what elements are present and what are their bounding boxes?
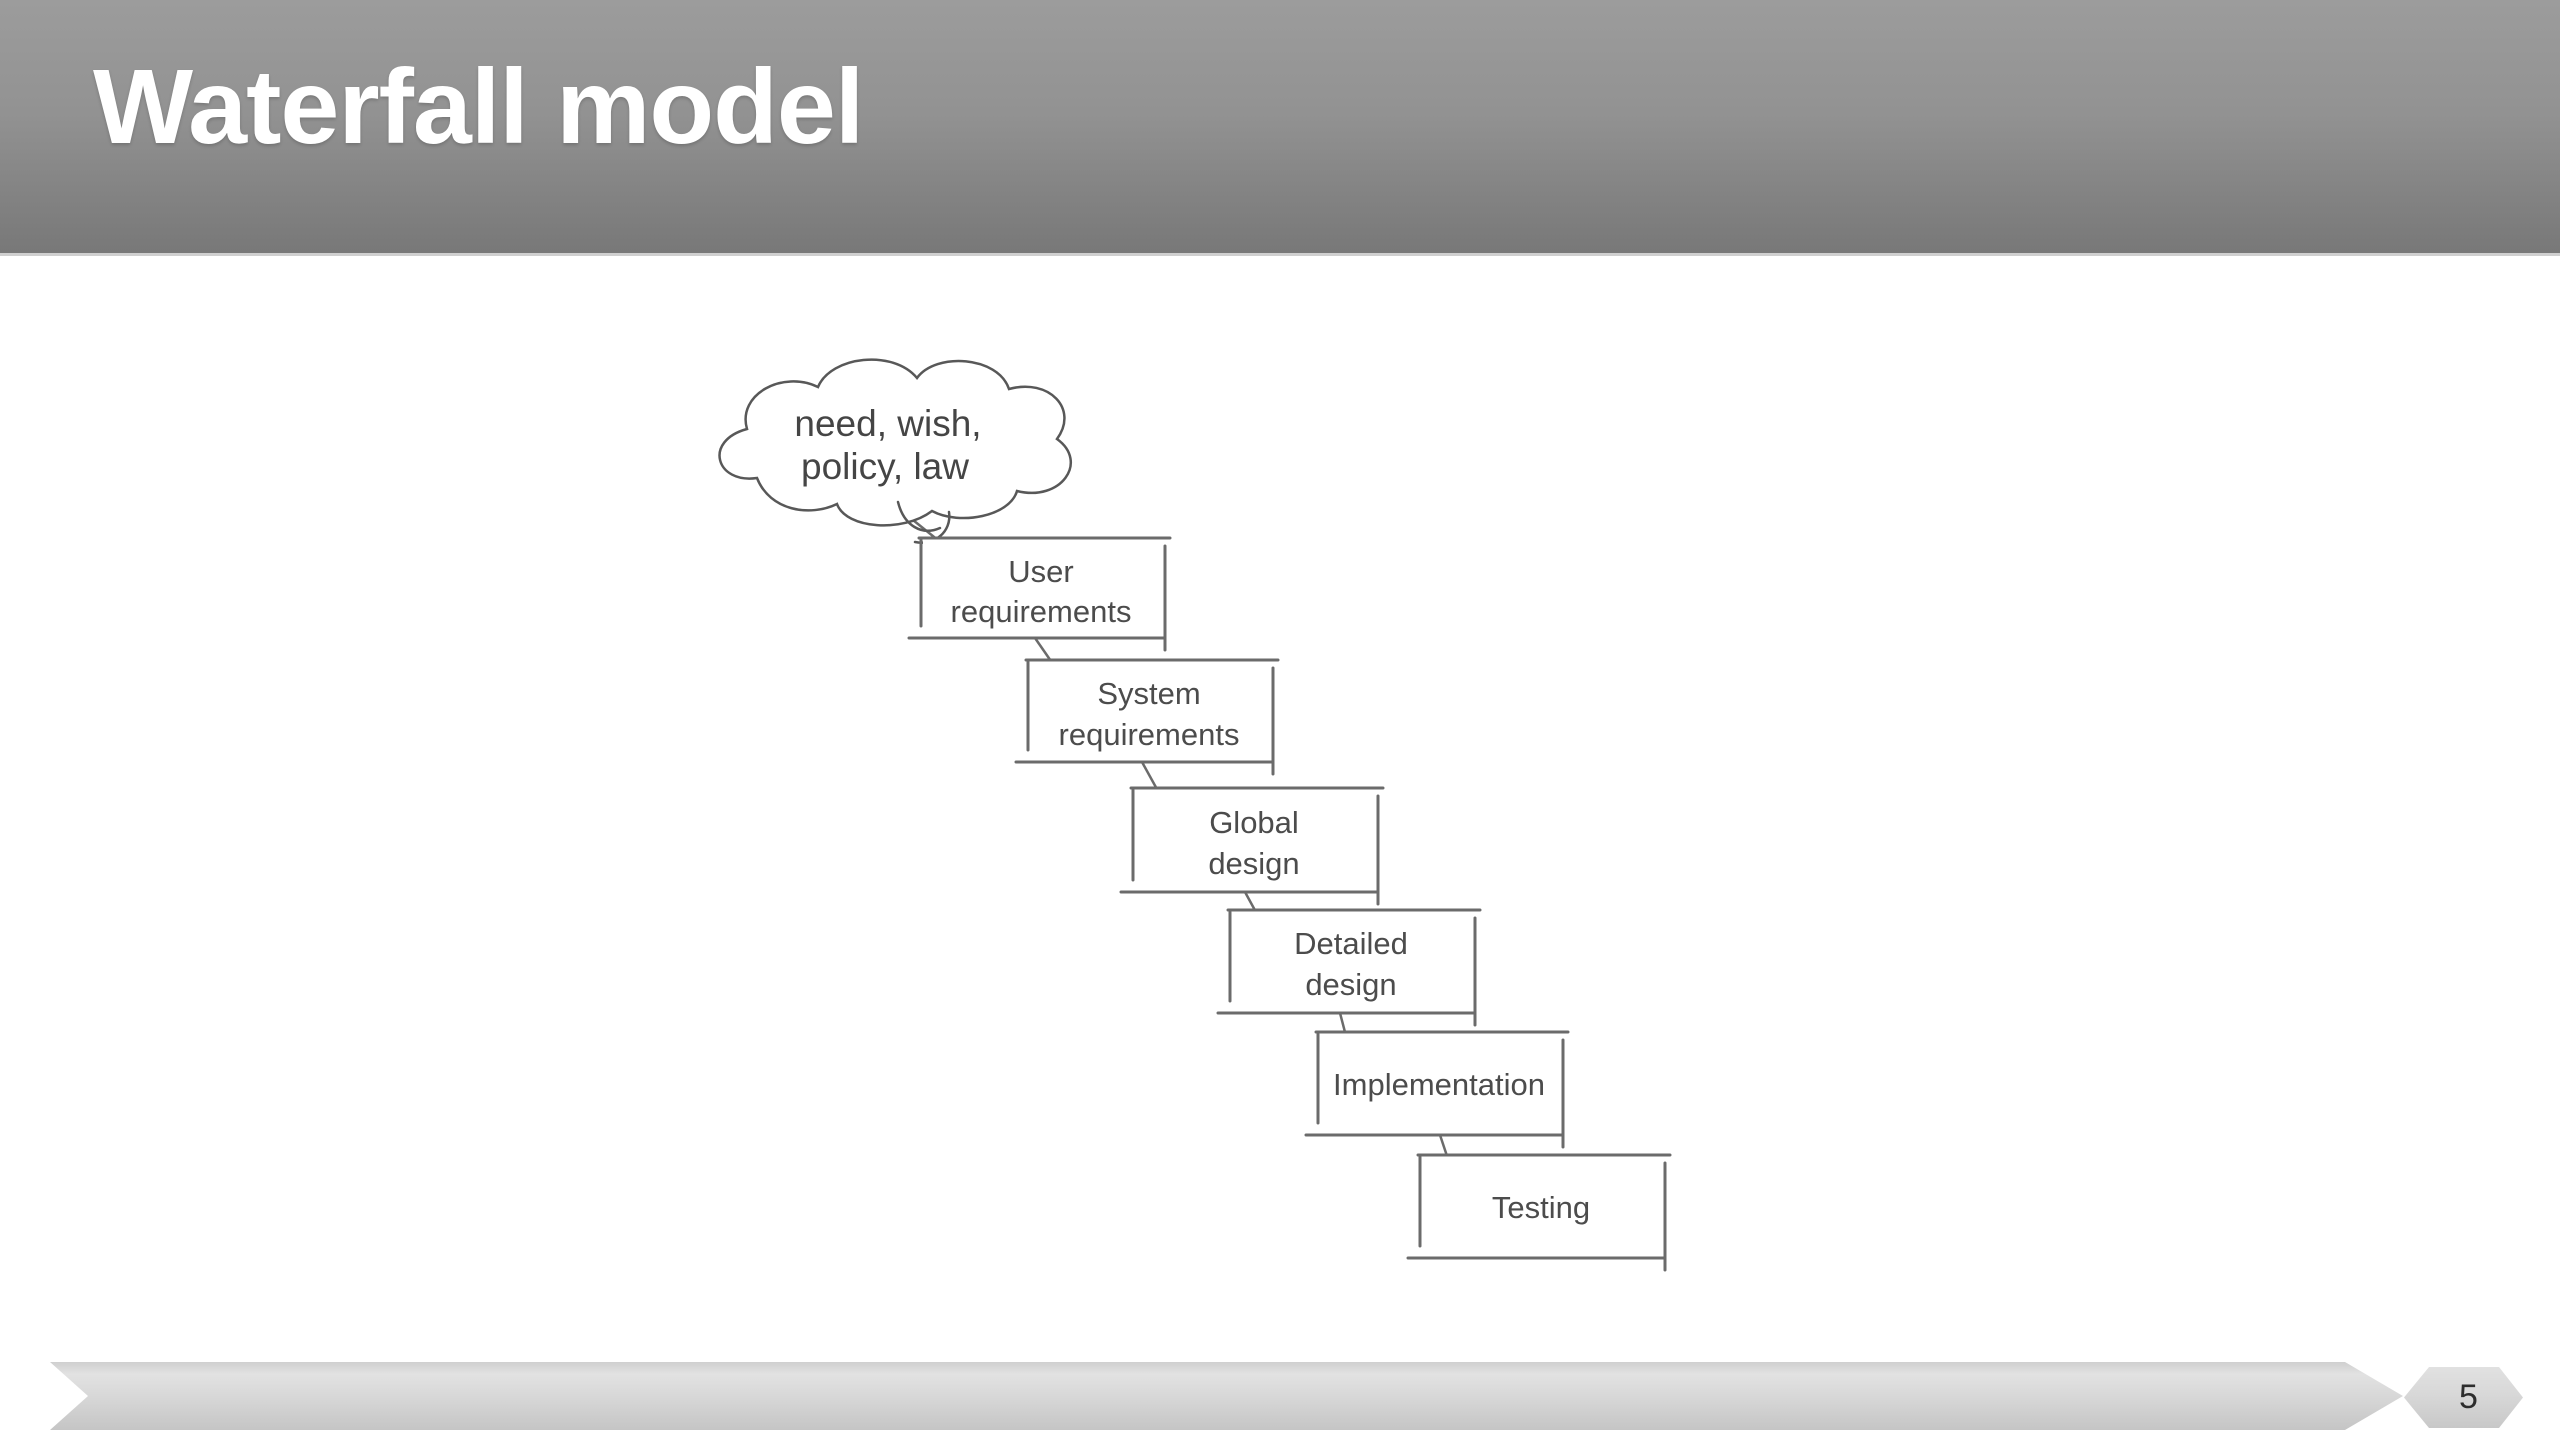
cloud-need-wish-policy-law: need, wish, policy, law (718, 358, 1072, 544)
slide-header: Waterfall model (0, 0, 2560, 256)
flow-box-testing: Testing (1406, 1153, 1672, 1272)
box-label-line-1: User (1008, 554, 1073, 589)
flow-box-detailed-design: Detailed design (1216, 908, 1482, 1027)
box-label-line-2: requirements (1059, 717, 1240, 752)
box-border (1014, 658, 1280, 776)
box-border (1406, 1153, 1672, 1272)
footer-ribbon (50, 1362, 2403, 1430)
cloud-text-line-2: policy, law (801, 446, 969, 487)
cloud-text-line-1: need, wish, (794, 403, 981, 444)
box-label-line-2: design (1305, 967, 1396, 1002)
box-background (1232, 910, 1470, 1013)
cloud-tail-curve-1 (896, 500, 942, 532)
box-background (923, 538, 1160, 638)
box-background (1135, 788, 1373, 892)
box-border (1119, 786, 1385, 906)
page-title: Waterfall model (93, 48, 864, 166)
box-border (907, 536, 1172, 652)
box-label-line-1: Global (1209, 805, 1299, 840)
flow-box-implementation: Implementation (1304, 1030, 1570, 1149)
flow-box-global-design: Global design (1119, 786, 1385, 906)
box-label-line-1: Detailed (1294, 926, 1408, 961)
box-background (1422, 1155, 1660, 1258)
box-border (1216, 908, 1482, 1027)
box-background (1320, 1032, 1558, 1135)
box-background (1030, 660, 1268, 762)
box-label-line-1: Testing (1492, 1190, 1590, 1225)
box-label-line-1: System (1097, 676, 1200, 711)
flow-box-user-requirements: User requirements (907, 536, 1172, 652)
box-label-line-1: Implementation (1333, 1067, 1545, 1102)
box-border (1304, 1030, 1570, 1149)
box-label-line-2: requirements (951, 594, 1132, 629)
cloud-shape (718, 358, 1072, 527)
flow-box-system-requirements: System requirements (1014, 658, 1280, 776)
page-number: 5 (2459, 1378, 2478, 1416)
page-number-badge: 5 (2404, 1367, 2523, 1428)
connector-2-3 (1140, 761, 1160, 792)
box-label-line-2: design (1208, 846, 1299, 881)
